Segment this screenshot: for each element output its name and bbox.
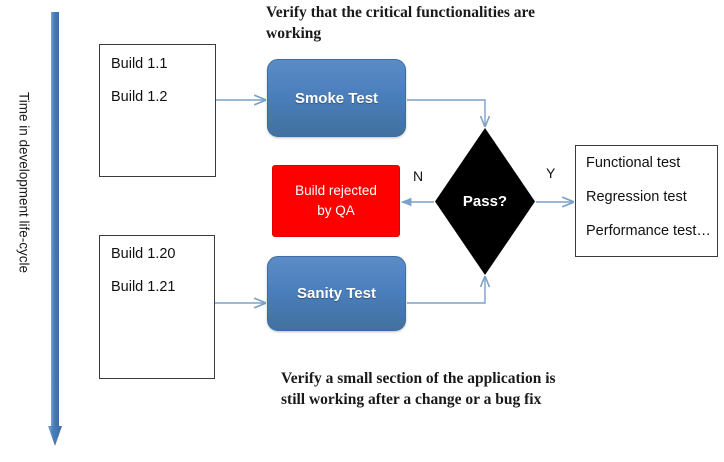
bottom-caption: Verify a small section of the applicatio… [281, 370, 556, 408]
sanity-test-node: Sanity Test [267, 256, 406, 331]
post-test-box: Functional test Regression test Performa… [575, 145, 718, 257]
sanity-test-label: Sanity Test [297, 285, 376, 302]
timeline-arrow [48, 12, 62, 446]
build-box-early: Build 1.1 Build 1.2 [99, 44, 216, 177]
rejected-line-1: Build rejected [295, 182, 377, 198]
post-test-line-1: Functional test [586, 155, 681, 171]
smoke-test-label: Smoke Test [294, 89, 379, 107]
branch-label-no: N [413, 168, 424, 184]
top-caption: Verify that the critical functionalities… [266, 4, 536, 42]
build-late-line-2: Build 1.21 [111, 279, 176, 295]
timeline-label: Time in development life-cycle [16, 91, 32, 274]
smoke-test-node: Smoke Test [267, 59, 406, 137]
build-early-line-1: Build 1.1 [111, 56, 168, 72]
build-late-line-1: Build 1.20 [111, 246, 176, 262]
post-test-line-3: Performance test… [586, 223, 711, 239]
build-box-late: Build 1.20 Build 1.21 [99, 235, 215, 379]
pass-decision-diamond [435, 128, 535, 275]
rejected-line-2: by QA [317, 203, 355, 218]
branch-label-yes: Y [546, 165, 556, 181]
post-test-line-2: Regression test [586, 189, 687, 205]
pass-decision-label: Pass? [462, 193, 508, 210]
build-rejected-node: Build rejected by QA [272, 165, 400, 237]
build-early-line-2: Build 1.2 [111, 89, 168, 105]
